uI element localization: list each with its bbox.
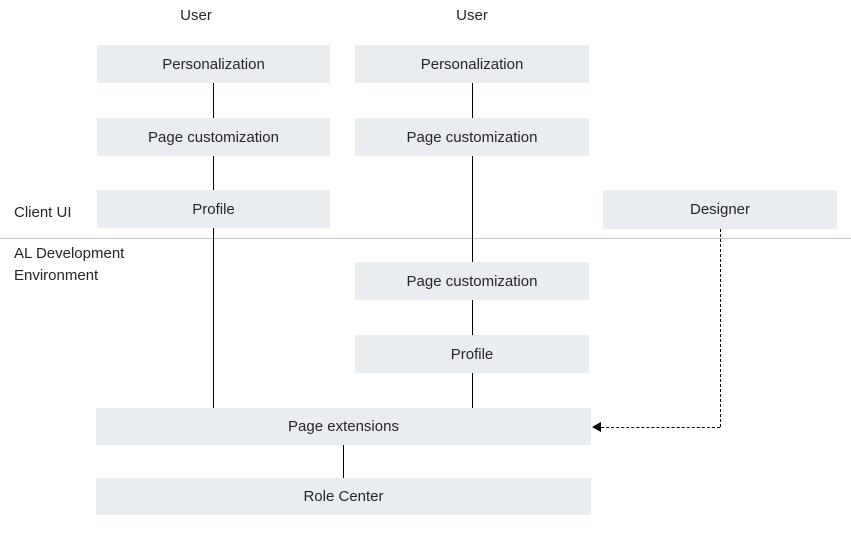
user-label-right: User (456, 7, 488, 24)
box-page-customization-right-upper: Page customization (355, 118, 589, 156)
connector-page-customization-upper-to-lower-right (472, 156, 473, 262)
box-profile-right: Profile (355, 335, 589, 373)
box-page-customization-right-lower: Page customization (355, 262, 589, 300)
box-role-center: Role Center (96, 478, 591, 515)
dashed-connector-designer-horizontal (601, 427, 720, 428)
connector-profile-left-to-page-extensions (213, 228, 214, 408)
connector-page-extensions-to-role-center (343, 445, 344, 478)
user-label-left: User (180, 7, 212, 24)
box-profile-left: Profile (97, 190, 330, 228)
arrowhead-into-page-extensions (592, 422, 601, 432)
box-page-extensions: Page extensions (96, 408, 591, 445)
box-personalization-right: Personalization (355, 45, 589, 83)
box-designer: Designer (603, 190, 837, 229)
section-label-al-development-environment: AL Development Environment (14, 245, 125, 284)
connector-page-customization-lower-to-profile-right (472, 300, 473, 335)
connector-personalization-to-page-customization-left (213, 83, 214, 118)
dashed-connector-designer-vertical (720, 229, 721, 427)
connector-page-customization-to-profile-left (213, 156, 214, 190)
connector-profile-right-to-page-extensions (472, 373, 473, 408)
connector-personalization-to-page-customization-right (472, 83, 473, 118)
section-divider-line (0, 238, 851, 239)
box-personalization-left: Personalization (97, 45, 330, 83)
box-page-customization-left: Page customization (97, 118, 330, 156)
section-label-client-ui: Client UI (14, 204, 72, 221)
